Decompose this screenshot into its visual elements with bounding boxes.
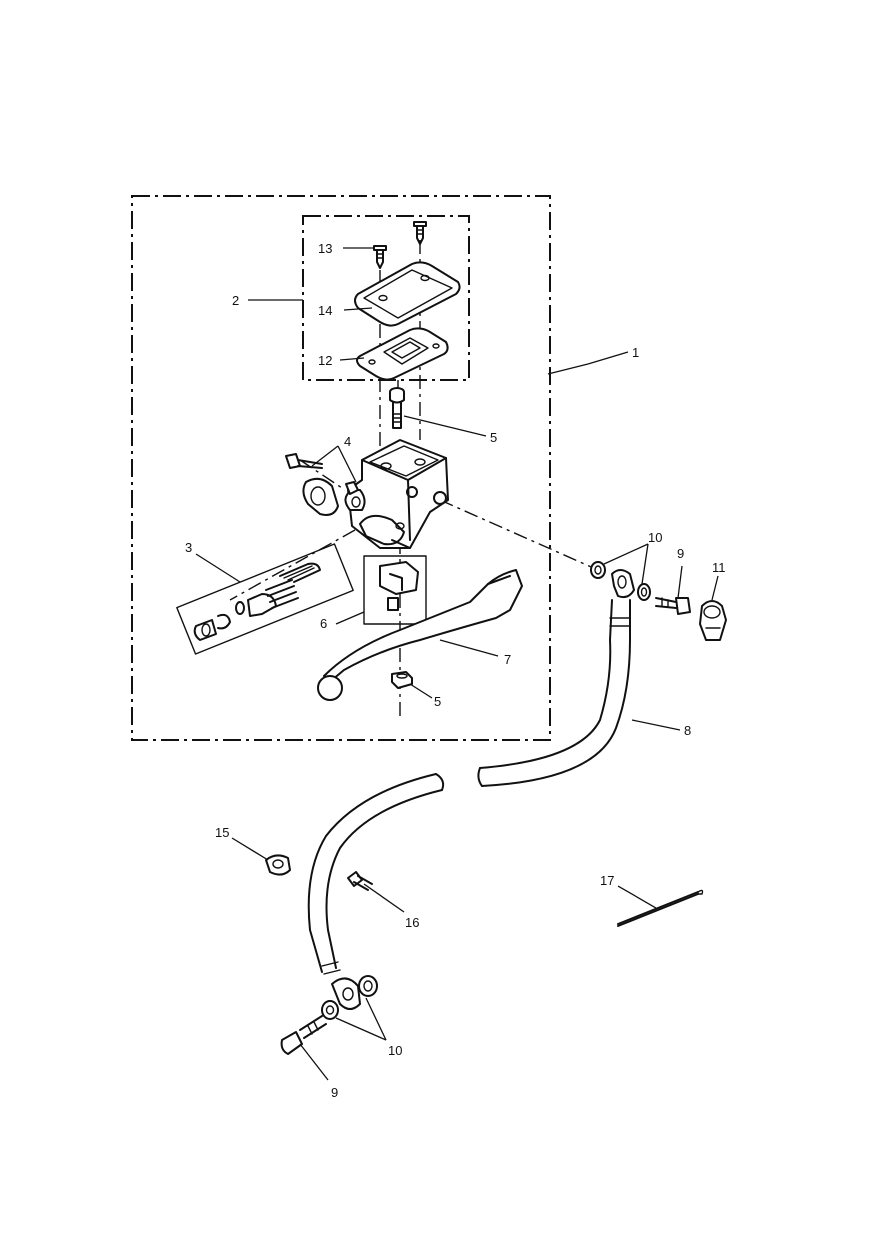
piston-set-3 <box>176 543 354 655</box>
callout-4: 4 <box>344 434 351 449</box>
callout-2: 2 <box>232 293 239 308</box>
callout-16: 16 <box>405 915 419 930</box>
callout-3: 3 <box>185 540 192 555</box>
brake-lever-7 <box>317 569 523 701</box>
callout-14: 14 <box>318 303 332 318</box>
screw-16 <box>347 871 373 891</box>
clamp-bolt-4 <box>285 453 323 469</box>
brake-hose-8-lower <box>307 773 445 975</box>
callout-1: 1 <box>632 345 639 360</box>
callout-9-bottom: 9 <box>331 1085 338 1100</box>
callout-11: 11 <box>712 560 726 575</box>
master-cylinder-body <box>344 439 449 549</box>
brake-light-switch-6 <box>363 555 427 625</box>
cap-screw-13-right <box>413 221 427 245</box>
cable-tie-17 <box>617 889 704 927</box>
reservoir-cap-14 <box>354 261 461 327</box>
hose-clip-15 <box>265 854 291 876</box>
callout-10-right: 10 <box>648 530 662 545</box>
sealing-washer-10-upper-left <box>590 561 606 579</box>
callout-12: 12 <box>318 353 332 368</box>
callout-7: 7 <box>504 652 511 667</box>
callout-17: 17 <box>600 873 614 888</box>
callout-15: 15 <box>215 825 229 840</box>
assembly-1-boundary <box>131 195 551 741</box>
callout-5-bottom: 5 <box>434 694 441 709</box>
diaphragm-12 <box>356 327 449 381</box>
leader-lines <box>195 247 719 1081</box>
callout-10-bottom: 10 <box>388 1043 402 1058</box>
callout-labels: 1 2 3 4 5 5 6 7 8 9 9 10 10 11 12 13 14 … <box>185 241 726 1100</box>
pivot-bolt-5-top <box>389 387 405 429</box>
callout-6: 6 <box>320 616 327 631</box>
callout-8: 8 <box>684 723 691 738</box>
sealing-washer-10-lower-right <box>358 975 378 997</box>
callout-5-top: 5 <box>490 430 497 445</box>
handlebar-clamp-4 <box>302 477 359 516</box>
cap-screw-13-left <box>373 245 387 269</box>
banjo-bolt-9-lower <box>280 1015 327 1055</box>
banjo-union-upper <box>611 569 635 599</box>
banjo-union-lower <box>331 977 361 1010</box>
pivot-nut-5-bottom <box>391 671 413 689</box>
sealing-washer-10-lower-left <box>321 1000 339 1020</box>
bleed-cap-11 <box>699 600 727 641</box>
sealing-washer-10-upper-right <box>637 583 651 601</box>
callout-13: 13 <box>318 241 332 256</box>
brake-hose-8-upper <box>477 599 631 787</box>
callout-9-right: 9 <box>677 546 684 561</box>
banjo-bolt-9-upper <box>655 597 691 615</box>
